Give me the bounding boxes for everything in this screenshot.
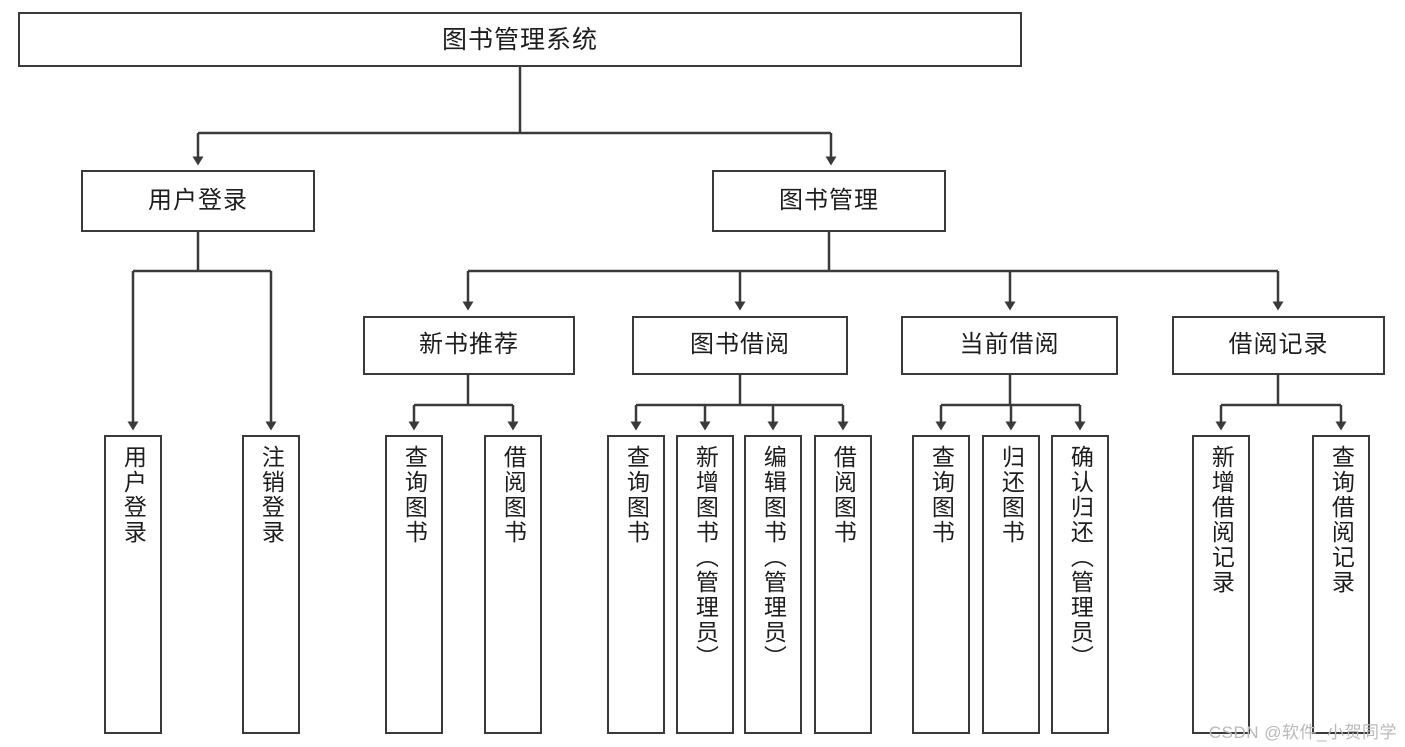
leaf-new-book-query[interactable]: 查询图书: [385, 435, 443, 734]
node-label: 用户登录: [148, 186, 248, 214]
node-book-management[interactable]: 图书管理: [712, 170, 946, 232]
node-user-login[interactable]: 用户登录: [81, 170, 315, 232]
node-label: 查询图书: [928, 445, 955, 545]
node-label: 归还图书: [998, 445, 1025, 545]
node-label: 借阅记录: [1228, 331, 1329, 359]
node-label: 用户登录: [120, 445, 147, 545]
node-label: 新增图书（管理员）: [692, 445, 719, 670]
node-label: 新增借阅记录: [1208, 445, 1235, 595]
node-label: 确认归还（管理员）: [1067, 445, 1094, 670]
node-label: 查询借阅记录: [1328, 445, 1355, 595]
leaf-book-borrow-query[interactable]: 查询图书: [607, 435, 665, 734]
node-current-borrow[interactable]: 当前借阅: [901, 316, 1118, 375]
node-label: 图书管理系统: [441, 25, 598, 54]
node-label: 新书推荐: [419, 331, 519, 359]
leaf-borrow-records-query[interactable]: 查询借阅记录: [1312, 435, 1370, 734]
node-label: 当前借阅: [959, 331, 1060, 359]
node-borrow-records[interactable]: 借阅记录: [1172, 316, 1385, 375]
node-new-book-recommend[interactable]: 新书推荐: [363, 316, 575, 375]
node-label: 借阅图书: [500, 445, 527, 545]
node-label: 图书借阅: [690, 331, 790, 359]
leaf-book-borrow-borrow[interactable]: 借阅图书: [814, 435, 872, 734]
leaf-user-login-login[interactable]: 用户登录: [104, 435, 162, 734]
leaf-user-login-logout[interactable]: 注销登录: [242, 435, 300, 734]
leaf-new-book-borrow[interactable]: 借阅图书: [484, 435, 542, 734]
node-label: 查询图书: [623, 445, 650, 545]
leaf-book-borrow-add[interactable]: 新增图书（管理员）: [676, 435, 734, 734]
node-root-book-management-system[interactable]: 图书管理系统: [18, 12, 1022, 67]
node-label: 注销登录: [258, 445, 285, 545]
leaf-book-borrow-edit[interactable]: 编辑图书（管理员）: [744, 435, 802, 734]
watermark-text: CSDN @软件_小贺同学: [1208, 723, 1397, 742]
node-label: 编辑图书（管理员）: [760, 445, 787, 670]
node-book-borrow[interactable]: 图书借阅: [632, 316, 848, 375]
node-label: 借阅图书: [830, 445, 857, 545]
node-label: 图书管理: [779, 186, 879, 214]
node-label: 查询图书: [401, 445, 428, 545]
leaf-borrow-records-add[interactable]: 新增借阅记录: [1192, 435, 1250, 734]
leaf-current-borrow-return[interactable]: 归还图书: [982, 435, 1040, 734]
leaf-current-borrow-confirm-return[interactable]: 确认归还（管理员）: [1051, 435, 1109, 734]
leaf-current-borrow-query[interactable]: 查询图书: [912, 435, 970, 734]
